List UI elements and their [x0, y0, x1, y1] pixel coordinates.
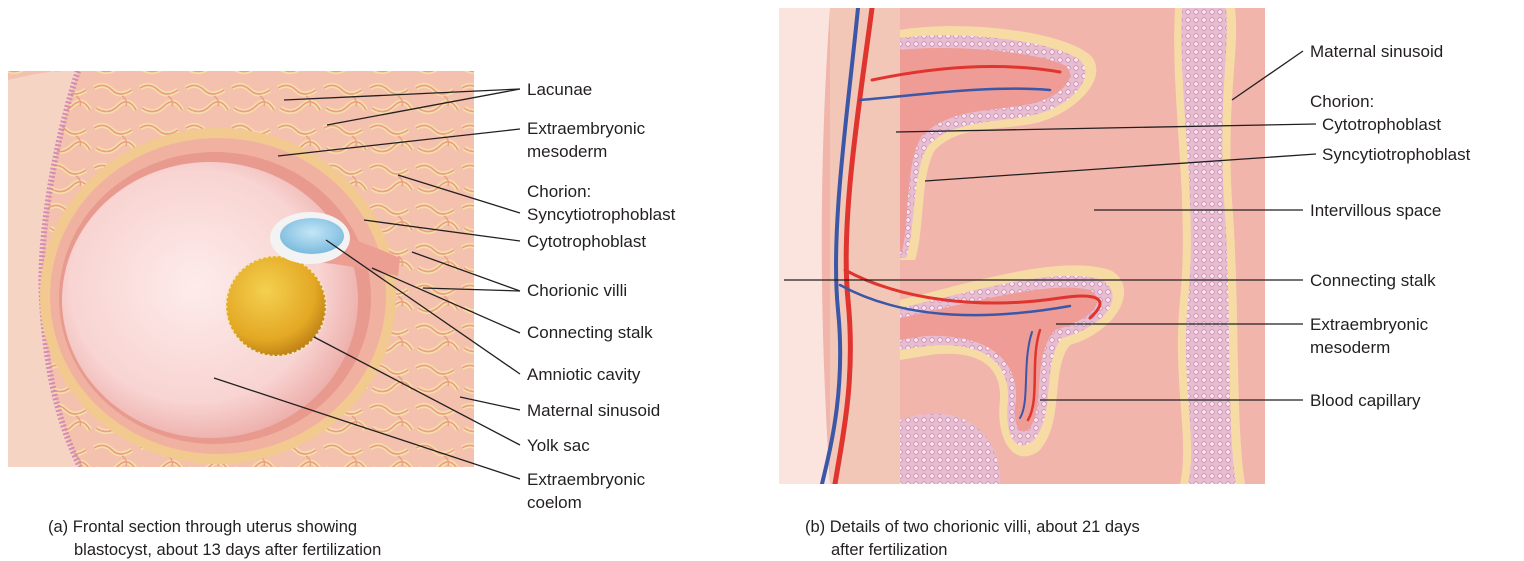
- panel-a-labels: Lacunae Extraembryonic mesoderm Chorion:…: [527, 80, 676, 512]
- label-syncytiotrophoblast-a: Syncytiotrophoblast: [527, 205, 676, 224]
- panel-a-illustration: [8, 71, 474, 467]
- label-maternal-sinusoid-b: Maternal sinusoid: [1310, 42, 1443, 61]
- label-lacunae: Lacunae: [527, 80, 592, 99]
- label-extraembryonic-coelom-line2: coelom: [527, 493, 582, 512]
- caption-b-line1: (b) Details of two chorionic villi, abou…: [805, 518, 1140, 536]
- label-chorion-b: Chorion:: [1310, 92, 1374, 111]
- amniotic-cavity: [280, 218, 344, 254]
- label-blood-capillary: Blood capillary: [1310, 391, 1421, 410]
- label-cytotrophoblast-a: Cytotrophoblast: [527, 232, 646, 251]
- label-syncytiotrophoblast-b: Syncytiotrophoblast: [1322, 145, 1471, 164]
- caption-a-line2: blastocyst, about 13 days after fertiliz…: [74, 541, 381, 559]
- panel-b-illustration: [779, 8, 1265, 484]
- label-chorion-a: Chorion:: [527, 182, 591, 201]
- label-extraembryonic-mesoderm-b-line1: Extraembryonic: [1310, 315, 1429, 334]
- label-extraembryonic-mesoderm-a-line2: mesoderm: [527, 142, 607, 161]
- caption-b-line2: after fertilization: [831, 541, 947, 559]
- label-chorionic-villi: Chorionic villi: [527, 281, 627, 300]
- label-extraembryonic-coelom-line1: Extraembryonic: [527, 470, 646, 489]
- label-extraembryonic-mesoderm-b-line2: mesoderm: [1310, 338, 1390, 357]
- label-intervillous-space: Intervillous space: [1310, 201, 1441, 220]
- captions: (a) Frontal section through uterus showi…: [48, 518, 1140, 559]
- label-maternal-sinusoid-a: Maternal sinusoid: [527, 401, 660, 420]
- label-amniotic-cavity: Amniotic cavity: [527, 365, 641, 384]
- label-extraembryonic-mesoderm-a-line1: Extraembryonic: [527, 119, 646, 138]
- panel-b-labels: Maternal sinusoid Chorion: Cytotrophobla…: [1310, 42, 1471, 410]
- label-cytotrophoblast-b: Cytotrophoblast: [1322, 115, 1441, 134]
- caption-a-line1: (a) Frontal section through uterus showi…: [48, 518, 357, 536]
- label-yolk-sac: Yolk sac: [527, 436, 590, 455]
- label-connecting-stalk-b: Connecting stalk: [1310, 271, 1436, 290]
- label-connecting-stalk-a: Connecting stalk: [527, 323, 653, 342]
